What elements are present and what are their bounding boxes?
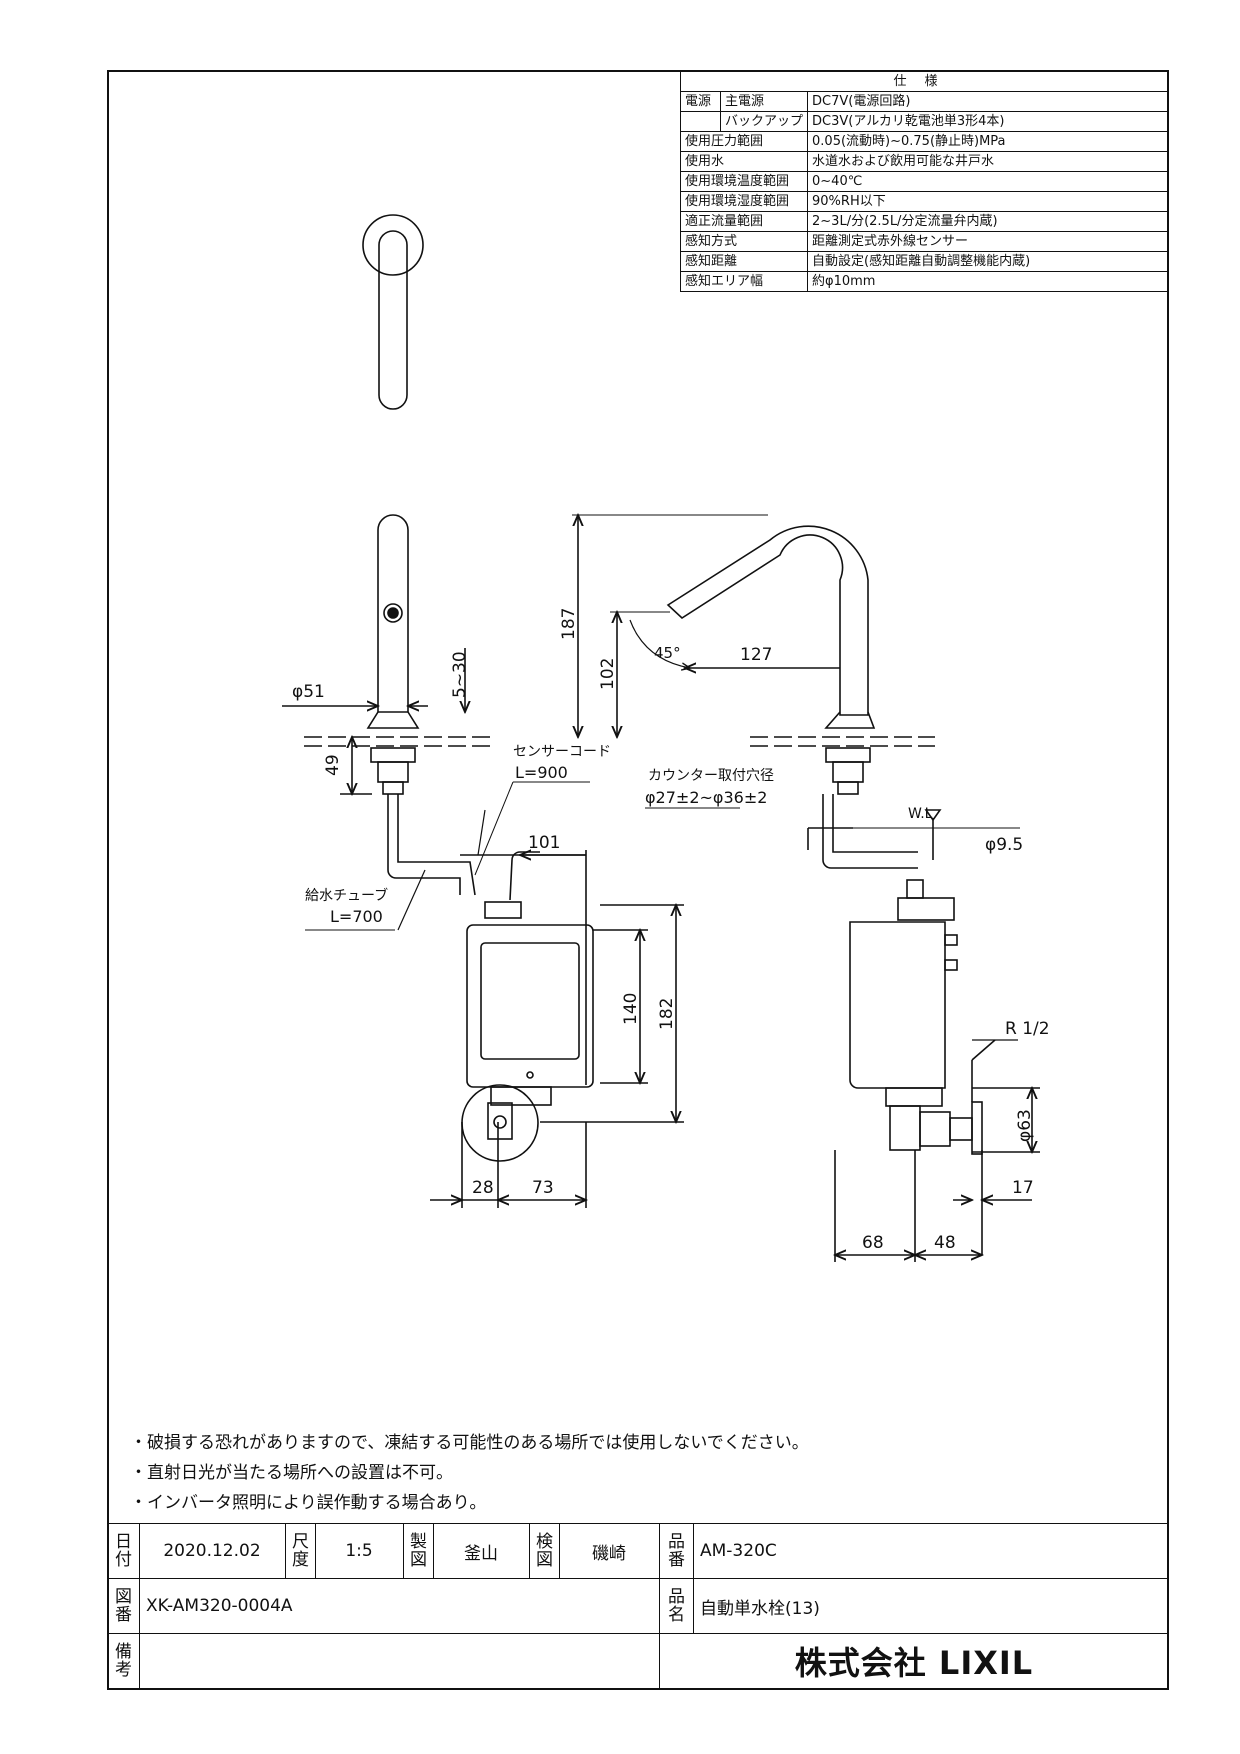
spec-label: 使用水 bbox=[679, 151, 809, 172]
note-item: ・インバータ照明により誤作動する場合あり。 bbox=[130, 1493, 487, 1513]
top-view bbox=[362, 214, 424, 410]
part-no-value: AM-320C bbox=[693, 1523, 1169, 1579]
part-no-label: 品番 bbox=[659, 1523, 694, 1579]
dim-phi9-5: φ9.5 bbox=[985, 835, 1023, 855]
spec-value: 90%RH以下 bbox=[807, 191, 1169, 212]
dim-5-30: 5~30 bbox=[450, 651, 470, 698]
spec-value: 約φ10mm bbox=[807, 271, 1169, 292]
dim-phi51: φ51 bbox=[292, 682, 325, 702]
dim-73: 73 bbox=[532, 1178, 554, 1198]
hole-size-value: φ27±2~φ36±2 bbox=[645, 788, 767, 807]
spec-label: 感知エリア幅 bbox=[679, 271, 809, 292]
dim-49: 49 bbox=[323, 754, 343, 776]
drawing-no-label: 図番 bbox=[107, 1578, 140, 1634]
drawing-no-value: XK-AM320-0004A bbox=[139, 1578, 660, 1634]
water-line-label: W.L bbox=[908, 806, 933, 822]
product-name-value: 自動単水栓(13) bbox=[693, 1578, 1169, 1634]
dim-182: 182 bbox=[657, 998, 677, 1030]
dim-68: 68 bbox=[862, 1233, 884, 1253]
spec-table: 仕様 電源 主電源 DC7V(電源回路) バックアップ DC3V(アルカリ乾電池… bbox=[679, 70, 1169, 292]
checked-label: 検図 bbox=[529, 1523, 560, 1579]
supply-tube-length: L=700 bbox=[330, 907, 383, 926]
dim-140: 140 bbox=[621, 993, 641, 1025]
hole-size-title: カウンター取付穴径 bbox=[648, 768, 774, 784]
dim-102: 102 bbox=[598, 658, 618, 690]
dim-187: 187 bbox=[559, 608, 579, 640]
remarks-label: 備考 bbox=[107, 1633, 140, 1689]
drawn-value: 釜山 bbox=[433, 1523, 530, 1579]
date-value: 2020.12.02 bbox=[139, 1523, 286, 1579]
notes: ・破損する恐れがありますので、凍結する可能性のある場所では使用しないでください。… bbox=[130, 1428, 809, 1518]
spec-main-power-label: 主電源 bbox=[719, 91, 809, 112]
front-view bbox=[282, 514, 684, 1208]
spec-label: 適正流量範囲 bbox=[679, 211, 809, 232]
dim-r1-2: R 1/2 bbox=[1005, 1019, 1050, 1039]
supply-tube-label: 給水チューブ bbox=[305, 887, 388, 904]
scale-value: 1:5 bbox=[315, 1523, 404, 1579]
dim-phi63: φ63 bbox=[1015, 1109, 1035, 1142]
date-label: 日付 bbox=[107, 1523, 140, 1579]
checked-value: 磯崎 bbox=[559, 1523, 660, 1579]
drawn-label: 製図 bbox=[403, 1523, 434, 1579]
spec-value: 距離測定式赤外線センサー bbox=[807, 231, 1169, 252]
dim-101: 101 bbox=[528, 833, 560, 853]
spec-power-label: 電源 bbox=[680, 91, 721, 112]
scale-label: 尺度 bbox=[285, 1523, 316, 1579]
sensor-cord-label: センサーコード bbox=[513, 744, 611, 760]
company-name: 株式会社 LIXIL bbox=[659, 1633, 1169, 1689]
dim-28: 28 bbox=[472, 1178, 494, 1198]
spec-label: 感知方式 bbox=[679, 231, 809, 252]
side-view bbox=[572, 515, 1040, 1262]
drawing-frame bbox=[107, 70, 1169, 1690]
spec-value: 自動設定(感知距離自動調整機能内蔵) bbox=[807, 251, 1169, 272]
spec-value: 水道水および飲用可能な井戸水 bbox=[807, 151, 1169, 172]
dim-48: 48 bbox=[934, 1233, 956, 1253]
note-item: ・破損する恐れがありますので、凍結する可能性のある場所では使用しないでください。 bbox=[130, 1433, 809, 1453]
note-item: ・直射日光が当たる場所への設置は不可。 bbox=[130, 1463, 453, 1483]
spec-backup-label: バックアップ bbox=[719, 111, 809, 132]
spec-label: 使用環境温度範囲 bbox=[679, 171, 809, 192]
sensor-cord-length: L=900 bbox=[515, 763, 568, 782]
spec-value: 2~3L/分(2.5L/分定流量弁内蔵) bbox=[807, 211, 1169, 232]
title-block: 日付 2020.12.02 尺度 1:5 製図 釜山 検図 磯崎 品番 AM-3… bbox=[107, 1523, 1169, 1689]
dim-127: 127 bbox=[740, 645, 772, 665]
dim-17: 17 bbox=[1012, 1178, 1034, 1198]
remarks-value bbox=[139, 1633, 660, 1689]
spec-label: 感知距離 bbox=[679, 251, 809, 272]
dim-45deg: 45° bbox=[654, 644, 681, 662]
product-name-label: 品名 bbox=[659, 1578, 694, 1634]
